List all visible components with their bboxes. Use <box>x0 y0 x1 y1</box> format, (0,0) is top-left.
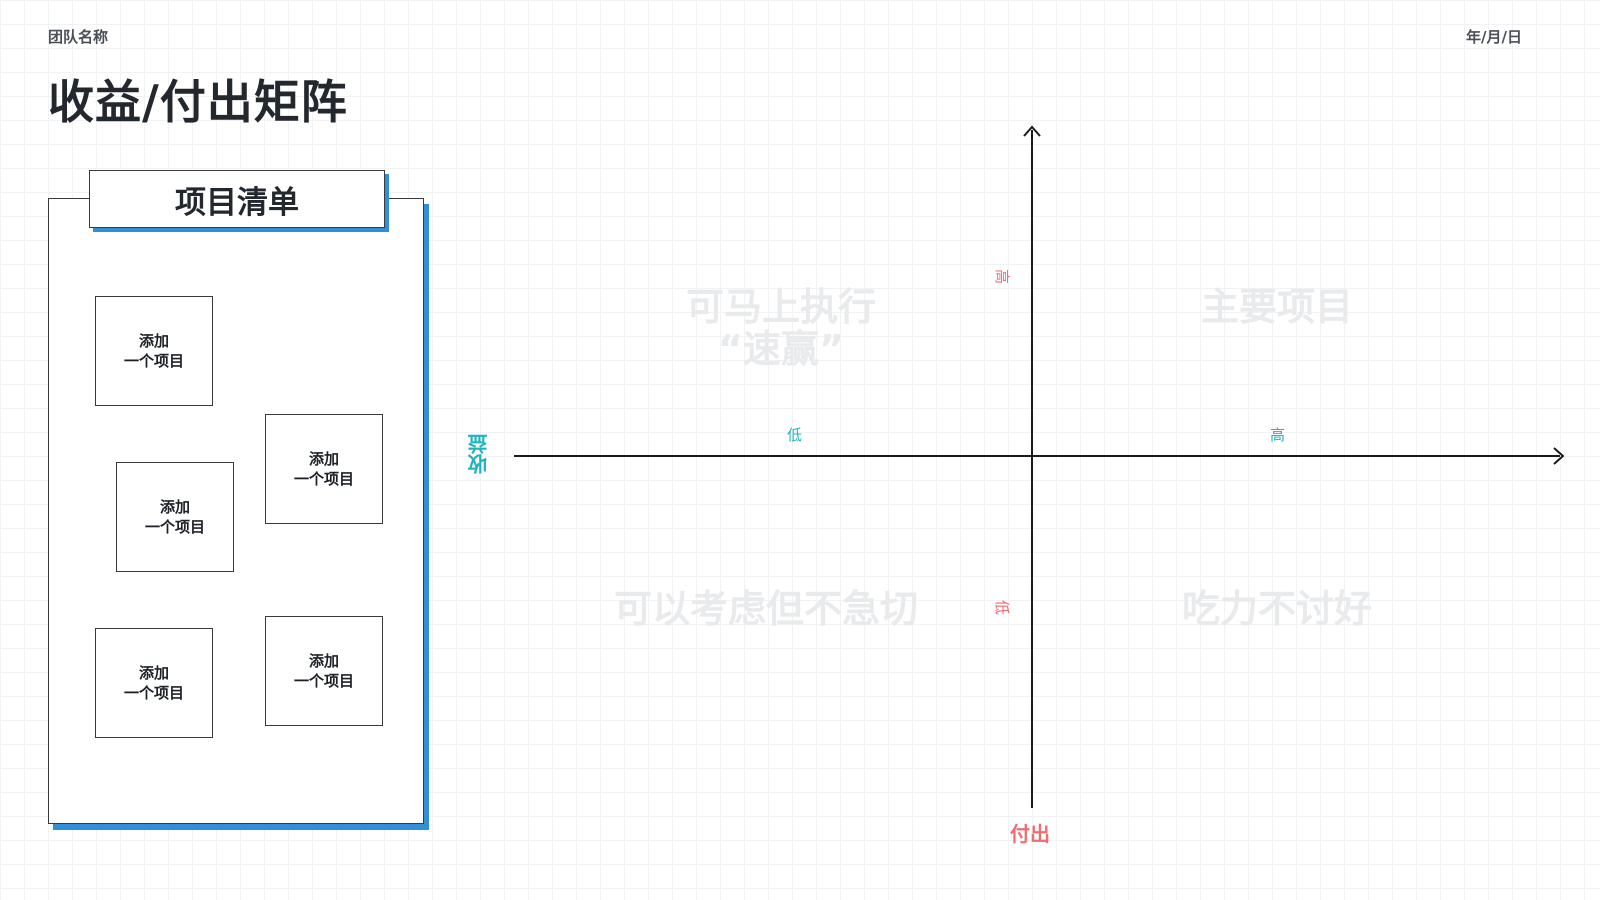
benefit-axis-line <box>514 455 1560 457</box>
project-note-line1: 添加 <box>308 652 339 670</box>
quadrant-quick-wins: 可马上执行 “速赢” <box>686 286 876 370</box>
quadrant-quick-wins-line1: 可马上执行 <box>686 285 877 329</box>
project-note-line2: 一个项目 <box>123 684 184 702</box>
quadrant-major-projects: 主要项目 <box>1201 285 1354 329</box>
effort-axis-line <box>1031 130 1033 808</box>
quadrant-consider-later: 可以考虑但不急切 <box>614 587 919 631</box>
project-note-line1: 添加 <box>159 498 190 516</box>
project-note-line2: 一个项目 <box>123 352 184 370</box>
effort-low-label: 低 <box>993 599 1012 616</box>
benefit-high-label: 高 <box>1270 426 1286 444</box>
arrow-up-icon <box>1023 125 1041 137</box>
project-note-line1: 添加 <box>308 450 339 468</box>
quadrant-thankless-tasks: 吃力不讨好 <box>1182 587 1373 631</box>
benefit-low-label: 低 <box>787 426 803 444</box>
effort-high-label: 高 <box>993 268 1012 285</box>
project-note-line2: 一个项目 <box>144 518 205 536</box>
arrow-right-icon <box>1553 447 1565 465</box>
quadrant-quick-wins-line2: “速赢” <box>718 327 844 371</box>
project-note[interactable]: 添加 一个项目 <box>95 296 213 406</box>
project-list-title: 项目清单 <box>89 170 385 228</box>
project-note[interactable]: 添加 一个项目 <box>116 462 234 572</box>
team-name: 团队名称 <box>48 28 109 46</box>
project-note[interactable]: 添加 一个项目 <box>265 414 383 524</box>
page-title: 收益/付出矩阵 <box>48 75 348 129</box>
project-note-line2: 一个项目 <box>293 470 354 488</box>
project-note-line1: 添加 <box>138 332 169 350</box>
project-note-line2: 一个项目 <box>293 672 354 690</box>
effort-axis-title: 付出 <box>1010 822 1050 846</box>
project-note[interactable]: 添加 一个项目 <box>95 628 213 738</box>
benefit-axis-title: 收益 <box>467 434 491 474</box>
date-label: 年/月/日 <box>1466 28 1522 46</box>
project-note[interactable]: 添加 一个项目 <box>265 616 383 726</box>
project-note-line1: 添加 <box>138 664 169 682</box>
